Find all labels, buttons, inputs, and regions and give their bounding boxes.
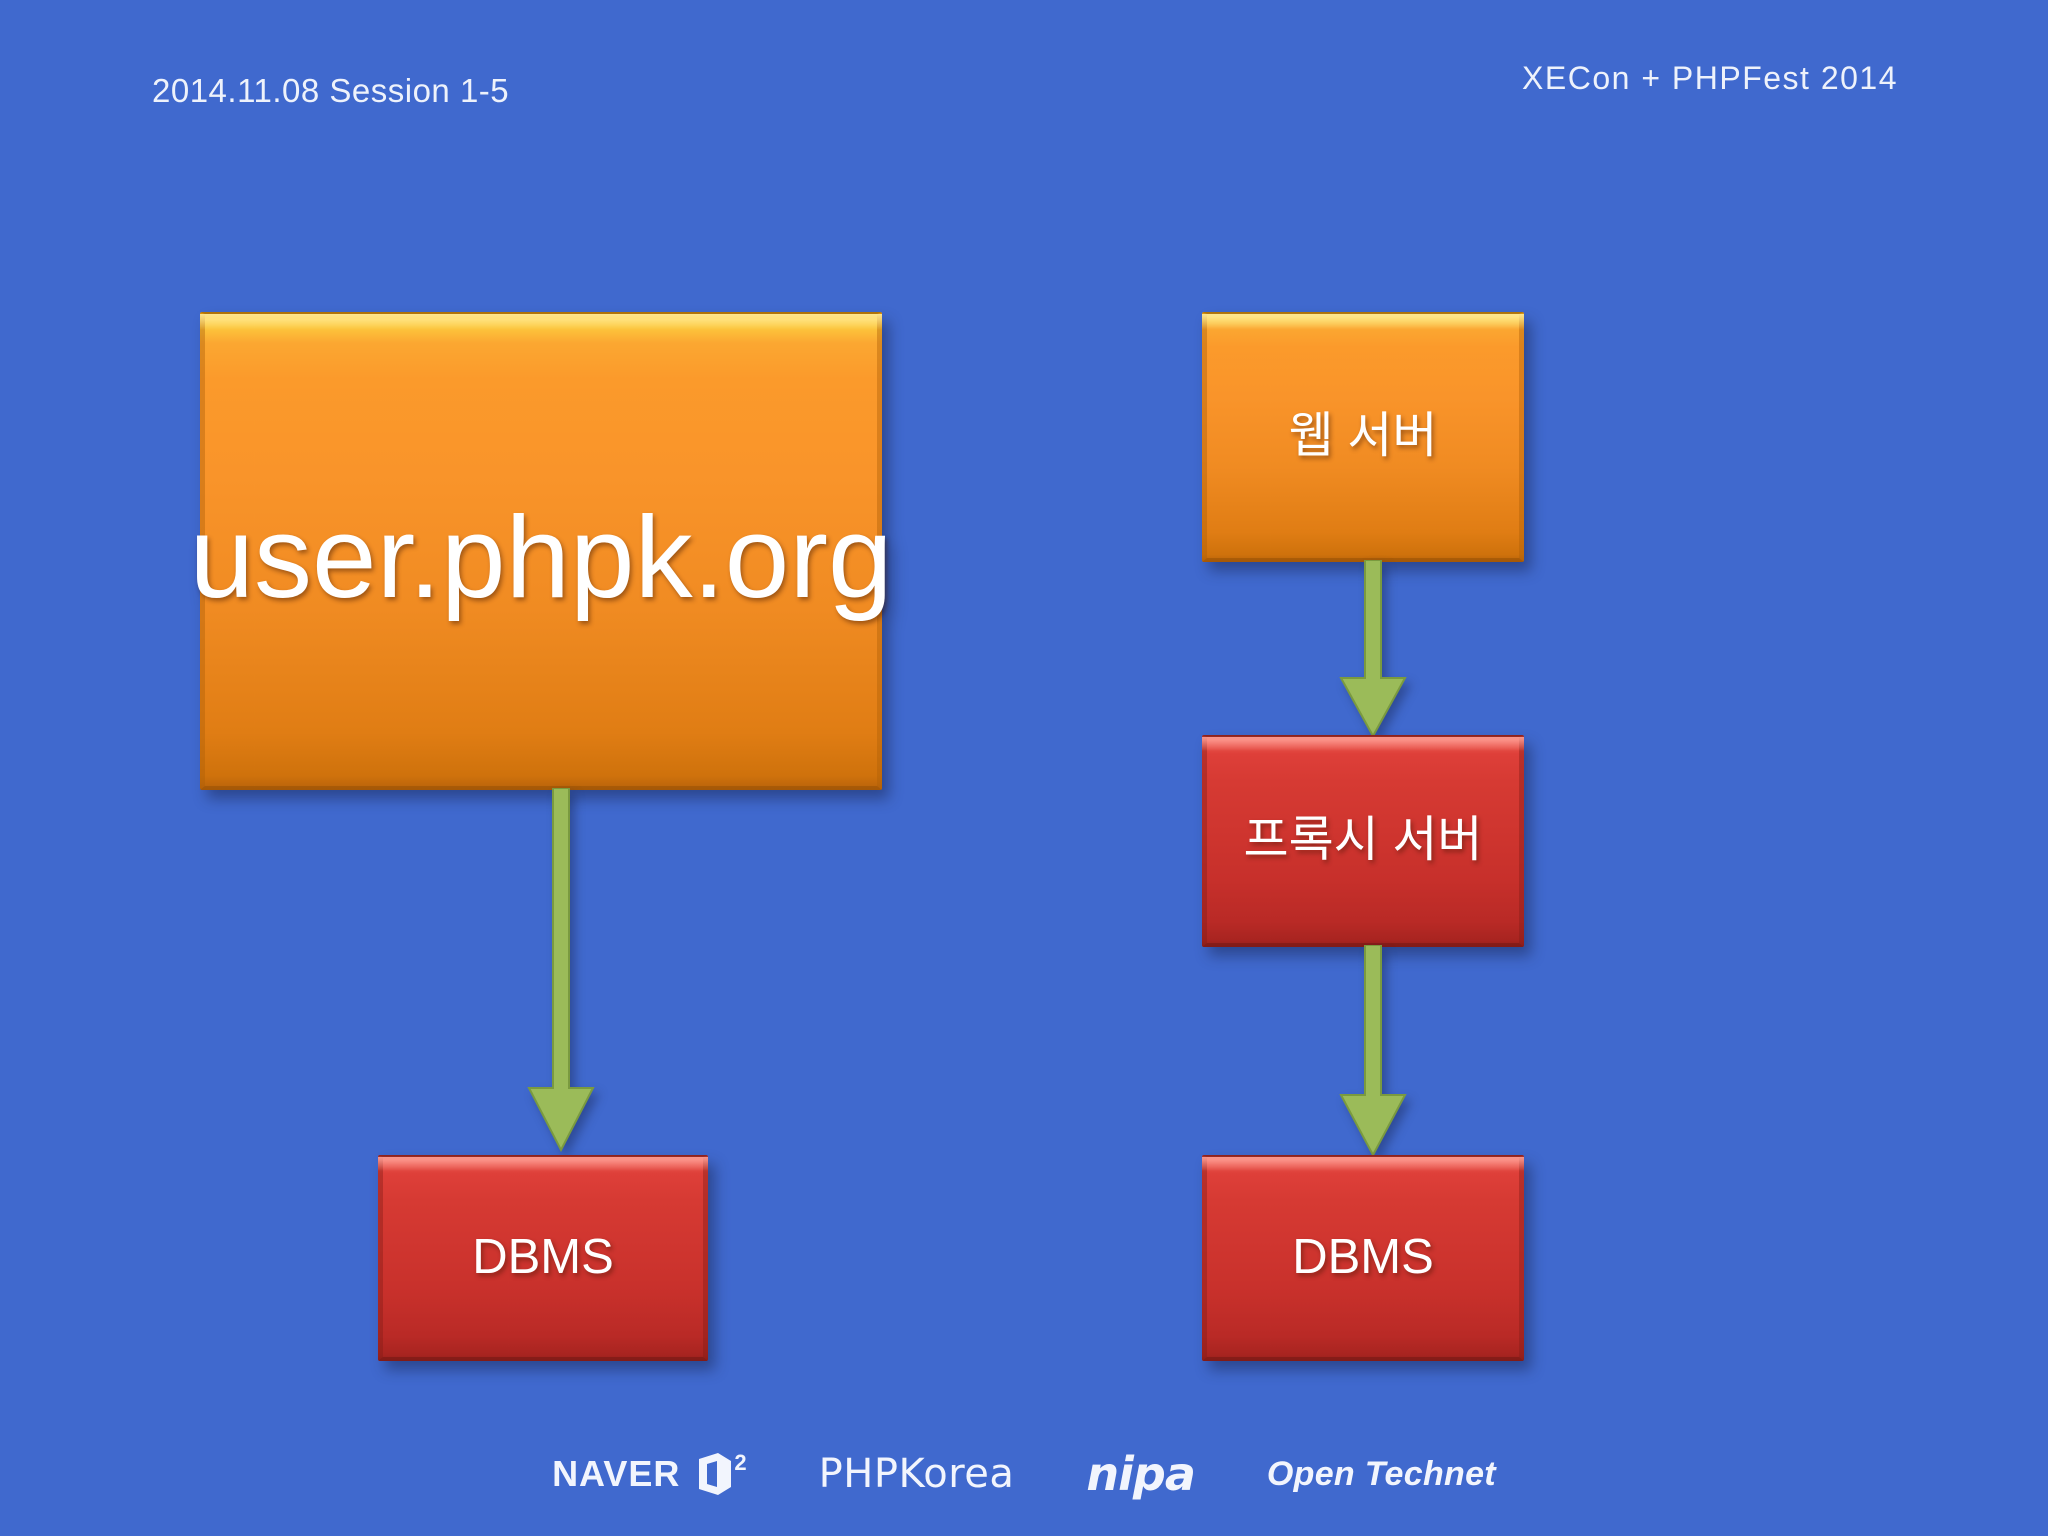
- logo-naver-superscript: 2: [734, 1450, 747, 1475]
- arrow-proxy-to-dbms: [1325, 945, 1421, 1165]
- node-user-phpk-org: user.phpk.org: [190, 312, 892, 790]
- node-web-server: 웹 서버: [1202, 312, 1524, 562]
- sponsor-logo-bar: NAVER 2 PHPKorea nipa Open Technet: [0, 1434, 2048, 1514]
- logo-phpkorea-wordmark: PHPKorea: [818, 1451, 1015, 1497]
- node-label: DBMS: [472, 1230, 614, 1285]
- node-label: 웹 서버: [1288, 409, 1438, 464]
- node-label: DBMS: [1292, 1230, 1434, 1285]
- node-proxy-server: 프록시 서버: [1202, 735, 1524, 947]
- slide-header: 2014.11.08 Session 1-5 XECon + PHPFest 2…: [0, 0, 2048, 150]
- event-label: XECon + PHPFest 2014: [1522, 60, 1898, 96]
- logo-naver-wordmark: NAVER: [552, 1453, 681, 1494]
- logo-open-technet: Open Technet: [1267, 1455, 1496, 1494]
- node-label: 프록시 서버: [1243, 813, 1483, 868]
- d2-hexagon-icon: [691, 1453, 732, 1495]
- session-label: 2014.11.08 Session 1-5: [152, 72, 510, 109]
- node-face: [200, 312, 882, 790]
- arrow-main-to-dbms: [513, 788, 609, 1164]
- logo-open-technet-wordmark: Open Technet: [1266, 1454, 1496, 1493]
- node-face: [1202, 1155, 1524, 1361]
- node-face: [1202, 735, 1524, 947]
- logo-phpkorea: PHPKorea: [819, 1451, 1015, 1497]
- logo-naver-d2: NAVER 2: [552, 1450, 747, 1495]
- node-dbms-right: DBMS: [1202, 1155, 1524, 1361]
- arrow-web-to-proxy: [1325, 560, 1421, 746]
- d2-mark: 2: [691, 1450, 747, 1495]
- node-dbms-left: DBMS: [378, 1155, 708, 1361]
- logo-nipa: nipa: [1086, 1447, 1195, 1501]
- logo-nipa-wordmark: nipa: [1086, 1447, 1195, 1501]
- node-face: [1202, 312, 1524, 562]
- node-face: [378, 1155, 708, 1361]
- node-label: user.phpk.org: [189, 492, 893, 623]
